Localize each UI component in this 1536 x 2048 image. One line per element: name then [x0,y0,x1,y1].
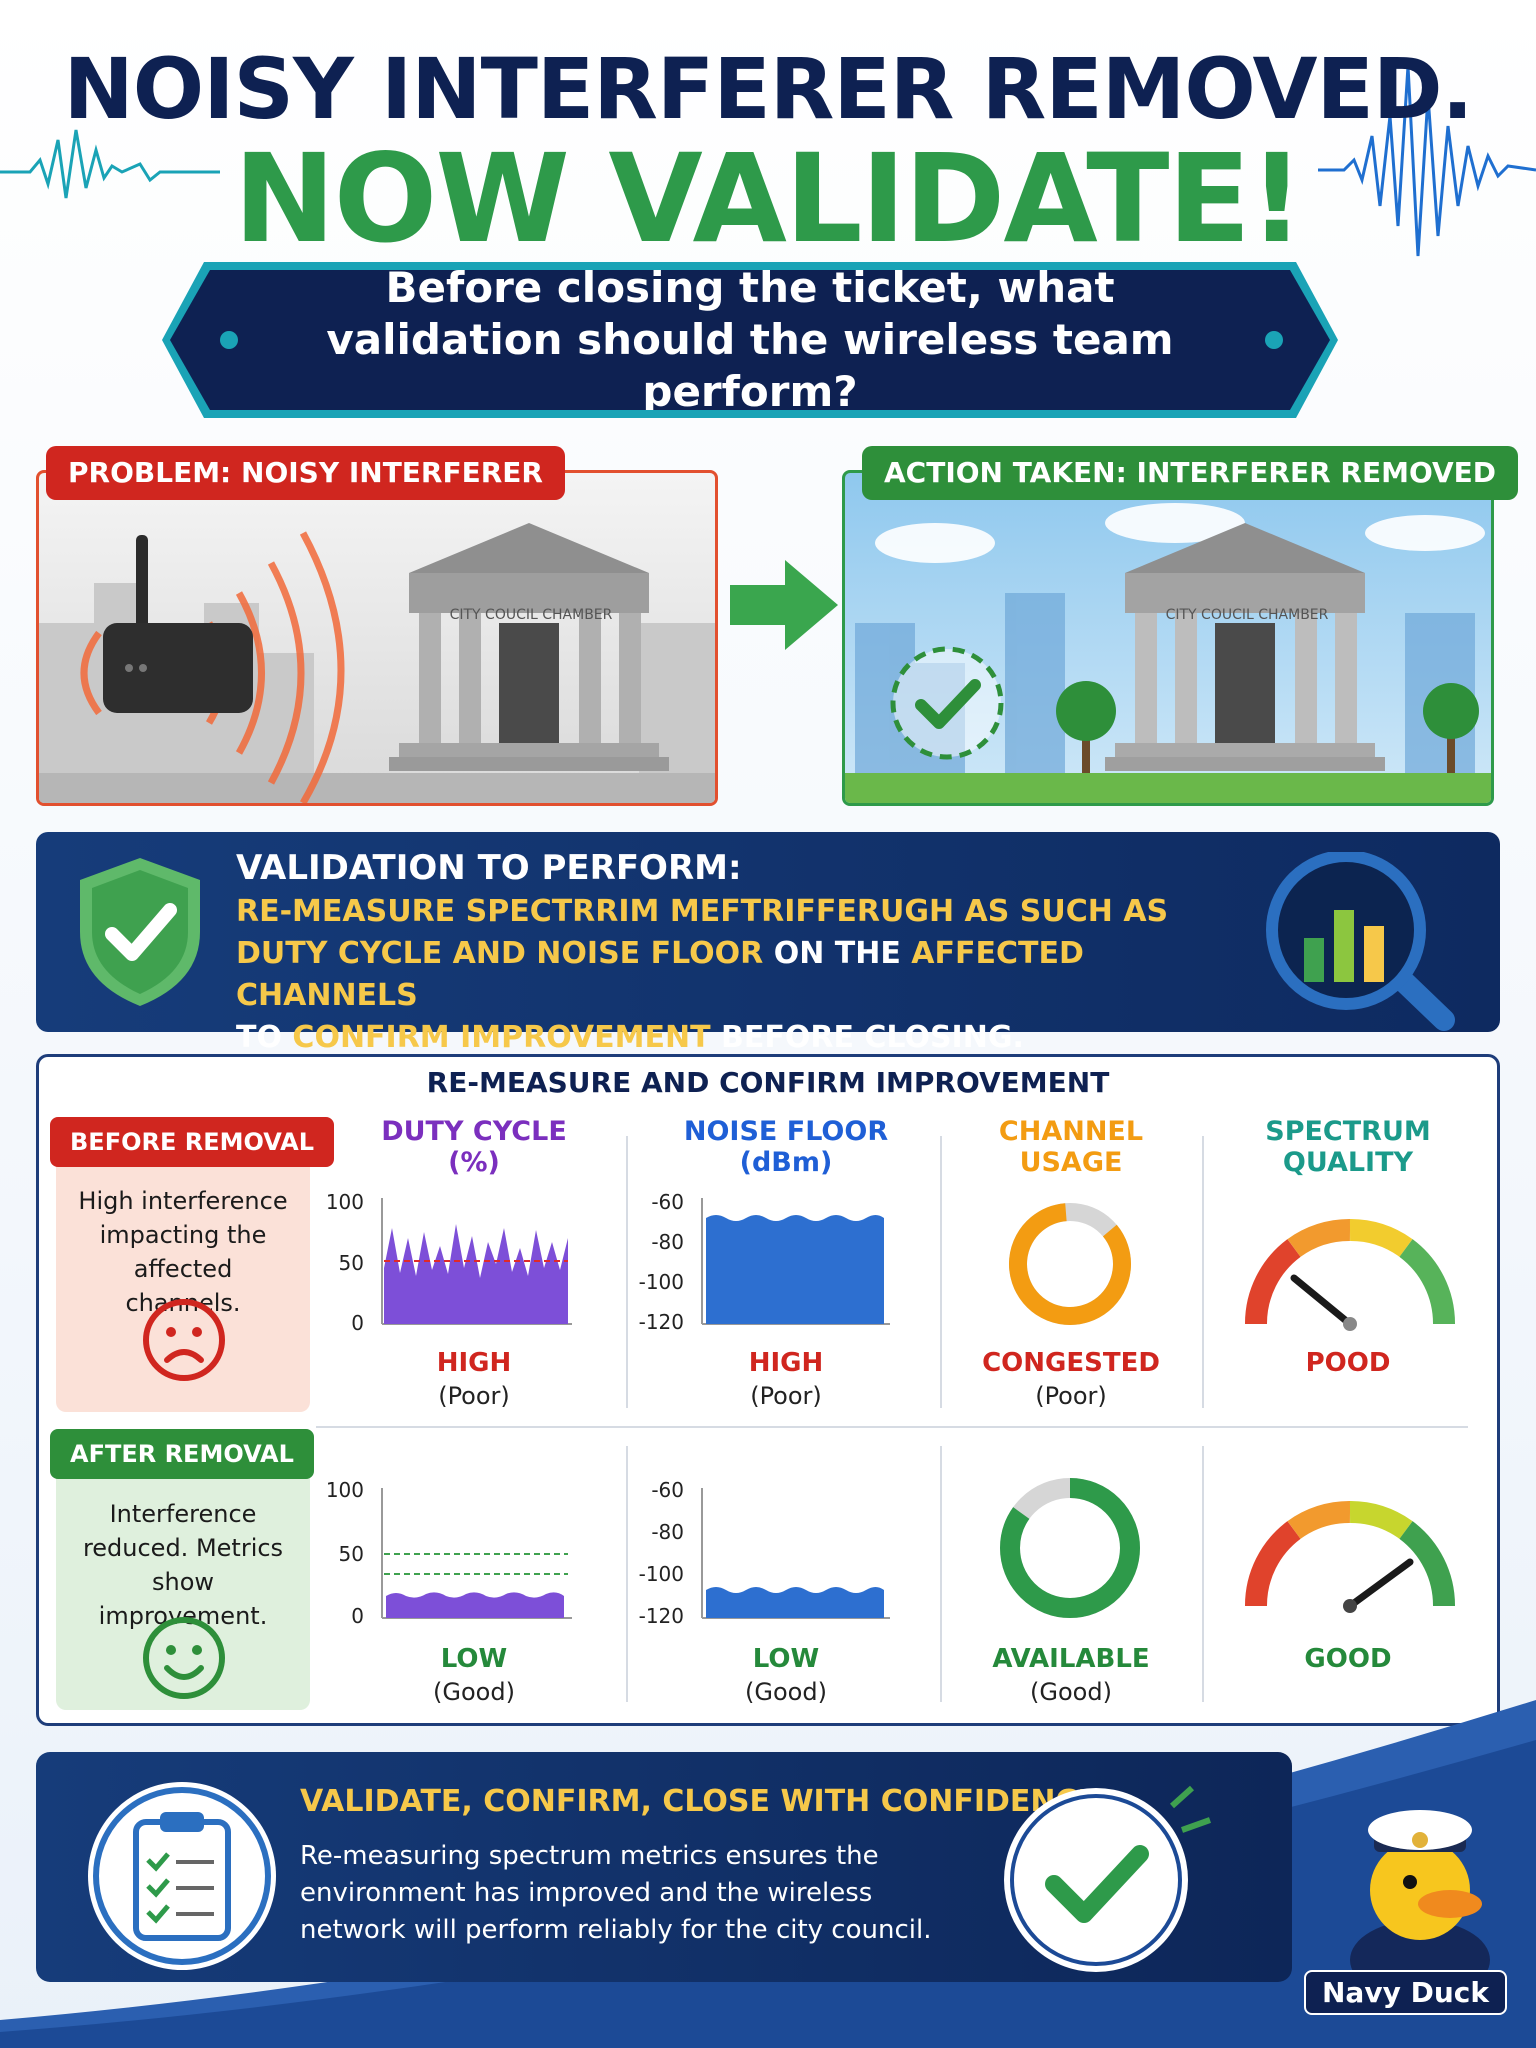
problem-panel: CITY COUCIL CHAMBER [36,470,718,806]
quality-gauge-after [1244,1500,1456,1613]
sad-face-icon [143,1299,225,1381]
column-separator [940,1136,942,1408]
column-separator [940,1446,942,1702]
validation-line-3: TO CONFIRM IMPROVEMENT BEFORE CLOSING. [236,1020,1024,1055]
brand-badge: Navy Duck [1304,1970,1507,2015]
channel-status-before: CONGESTED [982,1348,1160,1378]
waveform-right-icon [1318,65,1536,257]
validation-heading: VALIDATION TO PERFORM: [236,848,742,888]
noise-axis-label: -80 [651,1520,684,1544]
duty-chart-after [381,1488,572,1619]
noise-axis-label: -120 [638,1604,684,1628]
noise-status-after: LOW [752,1644,820,1674]
metrics-title: RE-MEASURE AND CONFIRM IMPROVEMENT [426,1066,1110,1099]
magnifier-chart-icon [1266,852,1455,1031]
after-text: Interference reduced. Metrics show impro… [82,1500,284,1630]
action-building-sign: CITY COUCIL CHAMBER [1165,607,1329,623]
noise-chart-after [701,1488,890,1619]
noise-axis-label: -100 [638,1562,684,1586]
big-check-icon [1004,1785,1212,1972]
duty-status-after: LOW [440,1644,508,1674]
tree-icon [1056,681,1116,773]
before-box [56,1140,310,1412]
waveform-left-icon [0,129,220,199]
noise-axis-label: -120 [638,1310,684,1334]
duty-chart-before [381,1198,572,1325]
duty-sub-before: (Poor) [438,1382,510,1410]
channel-donut-before [1009,1203,1131,1325]
noise-sub-after: (Good) [745,1678,827,1706]
column-separator [626,1136,628,1408]
banner-dot-left-icon [220,331,238,349]
happy-face-icon [143,1617,225,1699]
problem-illustration [39,523,715,803]
column-separator [1202,1136,1204,1408]
after-box [56,1452,310,1710]
navy-duck-mascot-icon [1350,1810,1490,1986]
noise-sub-before: (Poor) [750,1382,822,1410]
channel-donut-after [1000,1478,1140,1618]
bottom-text: Re-measuring spectrum metrics ensures th… [300,1841,932,1945]
noise-axis-label: -60 [651,1190,684,1214]
gauge-needle [1290,1274,1354,1328]
noise-axis-label: -100 [638,1270,684,1294]
question-banner: Before closing the ticket, what validati… [170,270,1330,410]
banner-dot-right-icon [1265,331,1283,349]
duty-axis-label: 0 [351,1604,364,1628]
validation-line-2: DUTY CYCLE AND NOISE FLOOR ON THE AFFECT… [236,936,1084,1013]
channel-sub-before: (Poor) [1035,1382,1107,1410]
validation-text: RE-MEASURE SPECTRRIM MEFTRIFFERUGH AS SU… [236,891,1236,1059]
quality-status-before: POOD [1305,1348,1391,1378]
gauge-needle [1346,1558,1414,1610]
channel-sub-after: (Good) [1030,1678,1112,1706]
noise-axis-label: -80 [651,1230,684,1254]
noise-chart-before [701,1198,890,1325]
problem-label: PROBLEM: NOISY INTERFERER [46,446,565,500]
row-divider [316,1426,1468,1428]
check-circle-icon [890,646,1004,760]
action-panel: CITY COUCIL CHAMBER [842,470,1494,806]
right-arrow-icon [730,560,838,650]
channel-status-after: AVAILABLE [992,1644,1150,1674]
validation-band [36,832,1500,1032]
quality-gauge-before [1244,1218,1456,1331]
problem-building-sign: CITY COUCIL CHAMBER [449,607,613,623]
duty-axis-label: 50 [338,1542,364,1566]
col-head-noise: NOISE FLOOR(dBm) [683,1116,889,1178]
column-separator [626,1446,628,1702]
bottom-heading: VALIDATE, CONFIRM, CLOSE WITH CONFIDENCE [300,1784,1099,1819]
col-head-duty: DUTY CYCLE(%) [381,1116,567,1178]
noise-axis-label: -60 [651,1478,684,1502]
duty-axis-label: 100 [325,1190,364,1214]
duty-axis-label: 100 [325,1478,364,1502]
title-line-2: NOW VALIDATE! [233,128,1305,270]
duty-sub-after: (Good) [433,1678,515,1706]
title-line-1: NOISY INTERFERER REMOVED. [63,40,1473,138]
duty-status-before: HIGH [436,1348,512,1378]
shield-check-icon [80,858,200,1006]
question-text: Before closing the ticket, what validati… [326,263,1174,416]
quality-status-after: GOOD [1304,1644,1392,1674]
after-tag: AFTER REMOVAL [50,1429,314,1479]
noise-status-before: HIGH [748,1348,824,1378]
action-label: ACTION TAKEN: INTERFERER REMOVED [862,446,1519,500]
clipboard-checklist-icon [88,1782,276,1970]
column-separator [1202,1446,1204,1702]
before-tag: BEFORE REMOVAL [50,1117,335,1167]
duty-axis-label: 50 [338,1251,364,1275]
duty-axis-label: 0 [351,1311,364,1335]
validation-line-1: RE-MEASURE SPECTRRIM MEFTRIFFERUGH AS SU… [236,894,1169,929]
